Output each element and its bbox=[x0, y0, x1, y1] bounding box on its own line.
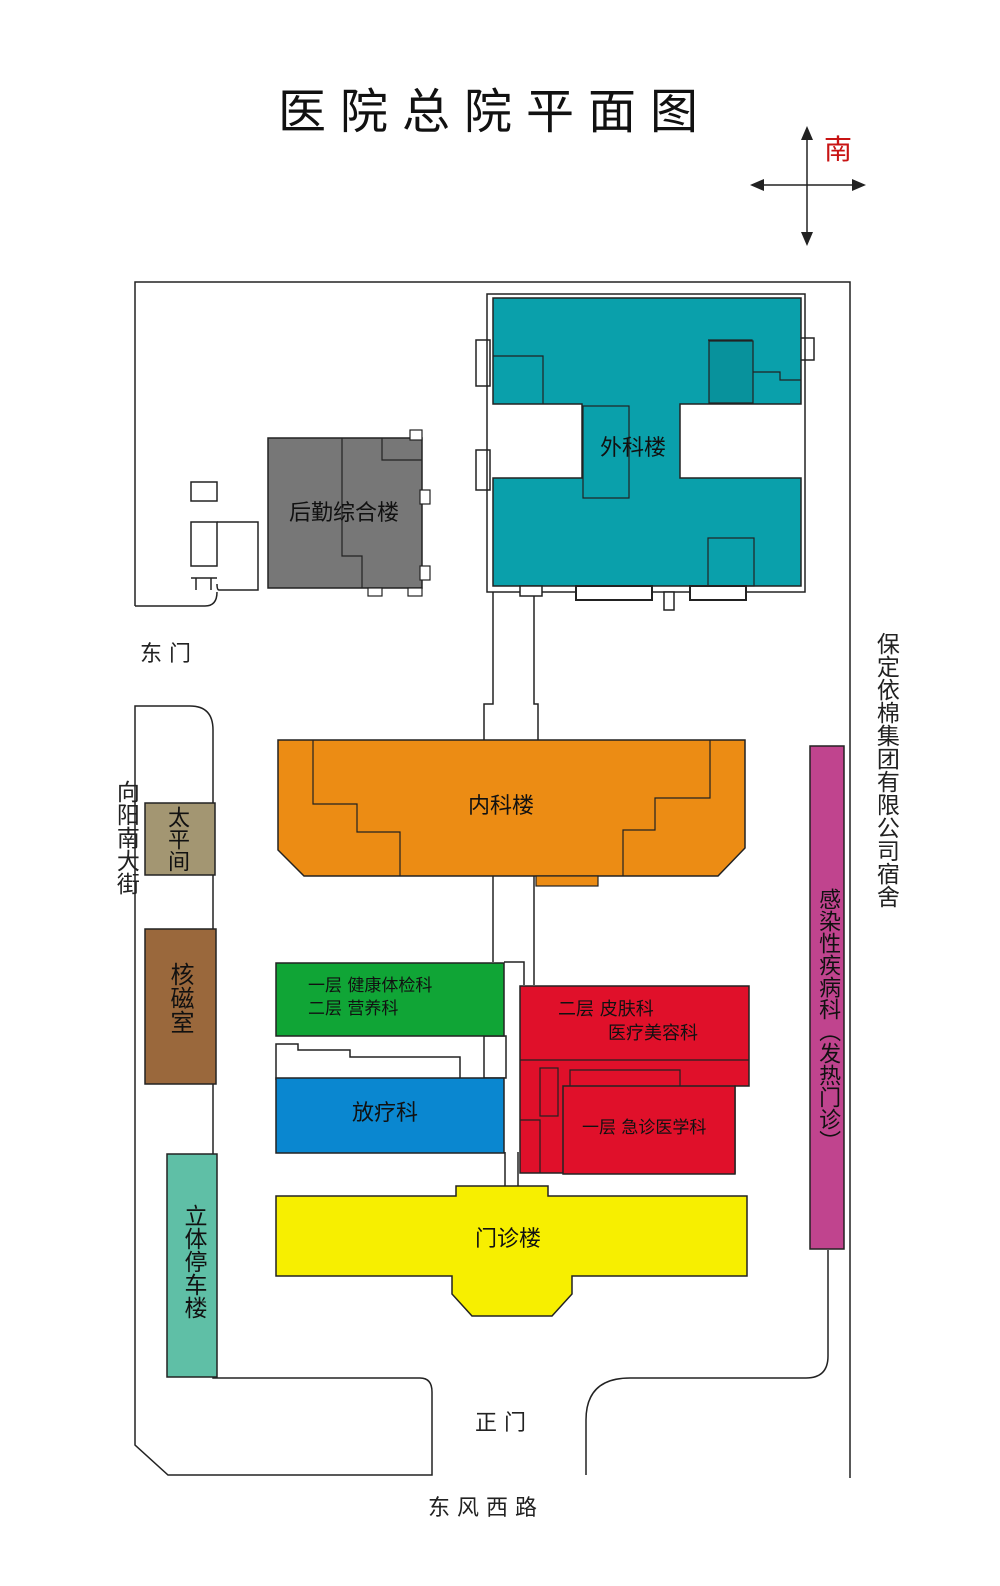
infectious-disease-building[interactable] bbox=[809, 745, 845, 1250]
surgery-building[interactable] bbox=[492, 297, 802, 611]
infectious-label-text: 感染性疾病科（发热门诊） bbox=[815, 888, 841, 1152]
parking-label-text: 立体停车楼 bbox=[180, 1204, 206, 1319]
outpatient-building[interactable] bbox=[275, 1185, 748, 1317]
site-boundary-south-west bbox=[134, 705, 433, 1476]
company-label-text: 保定依棉集团有限公司宿舍 bbox=[872, 632, 899, 908]
dermatology-emergency-building[interactable] bbox=[519, 985, 750, 1175]
parking-building[interactable] bbox=[166, 1153, 218, 1378]
internal-medicine-label: 内科楼 bbox=[468, 794, 535, 819]
north-path bbox=[135, 591, 218, 607]
health-check-building[interactable] bbox=[275, 962, 505, 1037]
dermatology-line1: 二层 皮肤科 bbox=[558, 999, 654, 1020]
company-label: 保定依棉集团有限公司宿舍 bbox=[864, 632, 906, 908]
compass-east-arrow bbox=[852, 179, 866, 191]
parking-label: 立体停车楼 bbox=[180, 1204, 206, 1319]
corridor-east bbox=[533, 592, 539, 740]
corridor-link bbox=[483, 1035, 507, 1079]
east-road-label: 东 风 西 路 bbox=[428, 1496, 537, 1521]
mri-label-text: 核磁室 bbox=[166, 962, 194, 1034]
compass-north-arrow bbox=[801, 126, 813, 140]
site-boundary-north bbox=[134, 281, 851, 1478]
corridor-link bbox=[504, 961, 525, 985]
health-check-line1: 一层 健康体检科 bbox=[308, 976, 433, 996]
dermatology-line2: 医疗美容科 bbox=[608, 1023, 698, 1044]
mri-building[interactable] bbox=[144, 928, 217, 1085]
site-boundary-south-east bbox=[585, 1250, 829, 1475]
east-gate-label: 东 门 bbox=[140, 642, 191, 667]
compass-south-label: 南 bbox=[824, 133, 853, 166]
morgue-building[interactable] bbox=[144, 802, 216, 876]
infectious-label: 感染性疾病科（发热门诊） bbox=[815, 888, 840, 1152]
corridor-west bbox=[483, 592, 494, 740]
surgery-label: 外科楼 bbox=[600, 436, 667, 461]
storage-room bbox=[190, 521, 218, 567]
surgery-wing-west bbox=[475, 449, 491, 491]
surgery-wing-west bbox=[475, 339, 491, 387]
emergency-building[interactable] bbox=[562, 1085, 736, 1175]
compass-west-arrow bbox=[750, 179, 764, 191]
health-check-line2: 二层 营养科 bbox=[308, 999, 399, 1019]
radiotherapy-building[interactable] bbox=[275, 1077, 505, 1154]
west-street-label: 向阳南大街 bbox=[104, 780, 146, 895]
west-street-label-text: 向阳南大街 bbox=[112, 780, 139, 895]
compass-south-arrow bbox=[801, 232, 813, 246]
internal-medicine-building[interactable] bbox=[277, 739, 746, 887]
radiotherapy-label: 放疗科 bbox=[352, 1101, 419, 1126]
main-gate-label: 正 门 bbox=[475, 1411, 526, 1436]
page-title: 医院总院平面图 bbox=[277, 84, 712, 140]
mri-label: 核磁室 bbox=[166, 962, 194, 1034]
logistics-label: 后勤综合楼 bbox=[289, 501, 400, 526]
emergency-label: 一层 急诊医学科 bbox=[582, 1118, 707, 1138]
morgue-label-text: 太平间 bbox=[164, 806, 189, 872]
nutrition-annex bbox=[275, 1043, 461, 1080]
storage-annex bbox=[216, 521, 259, 591]
outpatient-label: 门诊楼 bbox=[475, 1227, 542, 1252]
small-shed bbox=[190, 481, 218, 502]
logistics-building[interactable] bbox=[267, 429, 431, 597]
morgue-label: 太平间 bbox=[164, 806, 189, 872]
surgery-wing-east bbox=[799, 337, 815, 361]
